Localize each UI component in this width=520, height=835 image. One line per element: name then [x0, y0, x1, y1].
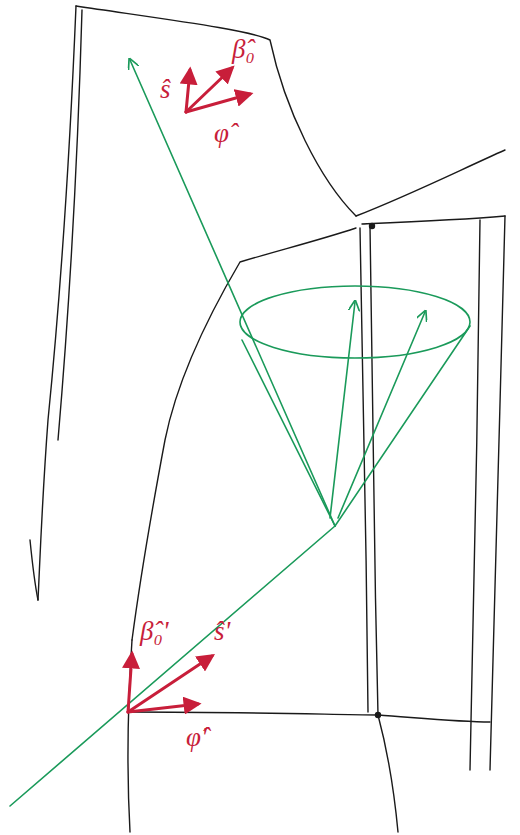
- vector-label: ŝ': [214, 618, 230, 645]
- vector-label: φ̂: [214, 120, 229, 147]
- vector-label: β̂₀': [140, 618, 169, 645]
- surface-outline: [30, 6, 505, 832]
- vector-label: β̂₀: [232, 36, 255, 63]
- unit-vectors: [128, 68, 250, 712]
- vector-label: φ̂': [186, 724, 207, 751]
- ray-and-cone: [10, 60, 470, 806]
- vector-label: ŝ: [160, 76, 171, 103]
